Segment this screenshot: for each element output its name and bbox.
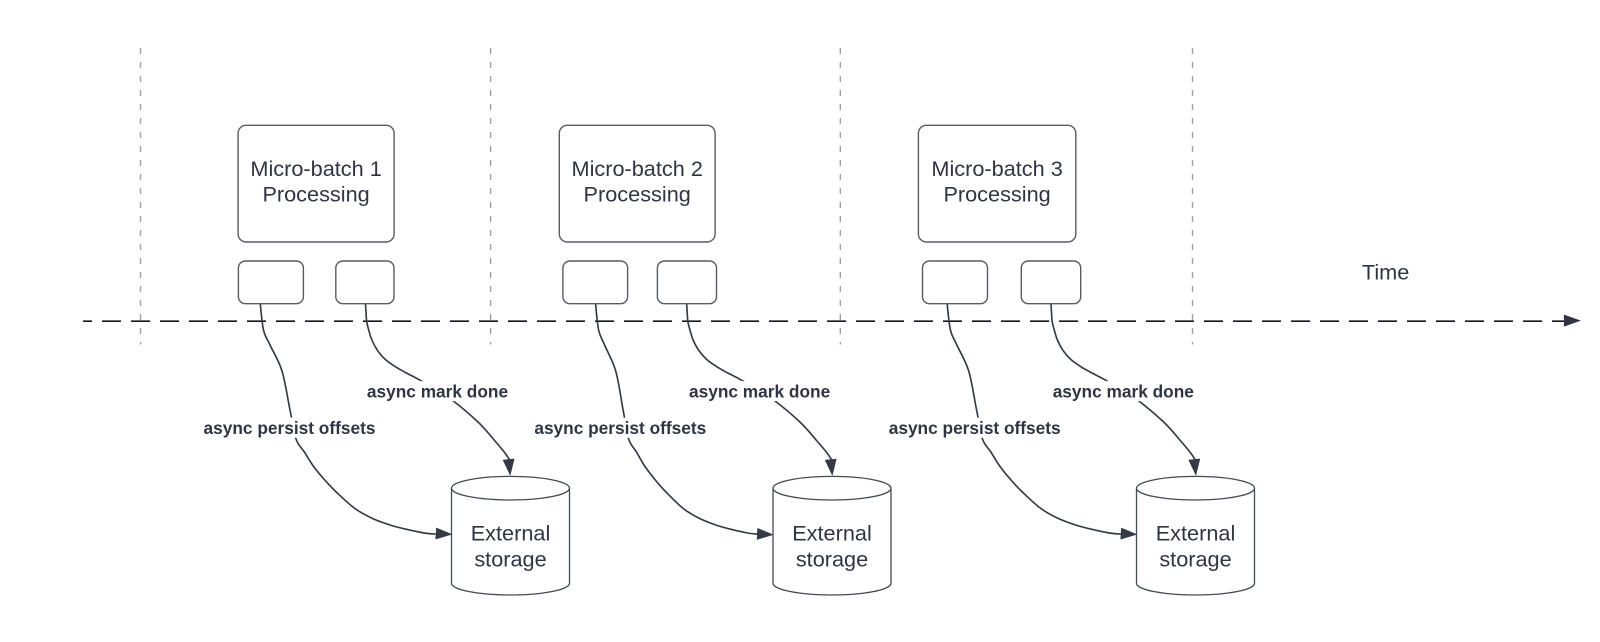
svg-text:async mark done: async mark done bbox=[1053, 382, 1195, 402]
svg-text:async persist offsets: async persist offsets bbox=[889, 418, 1061, 438]
svg-text:Time: Time bbox=[1362, 260, 1409, 285]
svg-text:Micro-batch 1: Micro-batch 1 bbox=[250, 156, 381, 181]
svg-text:storage: storage bbox=[474, 547, 546, 572]
svg-text:async persist offsets: async persist offsets bbox=[534, 418, 706, 438]
svg-text:External: External bbox=[471, 521, 551, 546]
svg-text:storage: storage bbox=[1159, 547, 1231, 572]
svg-text:External: External bbox=[1156, 521, 1236, 546]
svg-text:storage: storage bbox=[796, 547, 868, 572]
svg-text:Processing: Processing bbox=[262, 182, 369, 207]
svg-text:External: External bbox=[792, 521, 872, 546]
svg-text:Processing: Processing bbox=[943, 182, 1050, 207]
svg-text:Micro-batch 3: Micro-batch 3 bbox=[931, 156, 1062, 181]
svg-text:async mark done: async mark done bbox=[367, 382, 509, 402]
svg-text:async persist offsets: async persist offsets bbox=[204, 418, 376, 438]
svg-text:async mark done: async mark done bbox=[689, 382, 831, 402]
svg-text:Processing: Processing bbox=[584, 182, 691, 207]
svg-text:Micro-batch 2: Micro-batch 2 bbox=[572, 156, 703, 181]
